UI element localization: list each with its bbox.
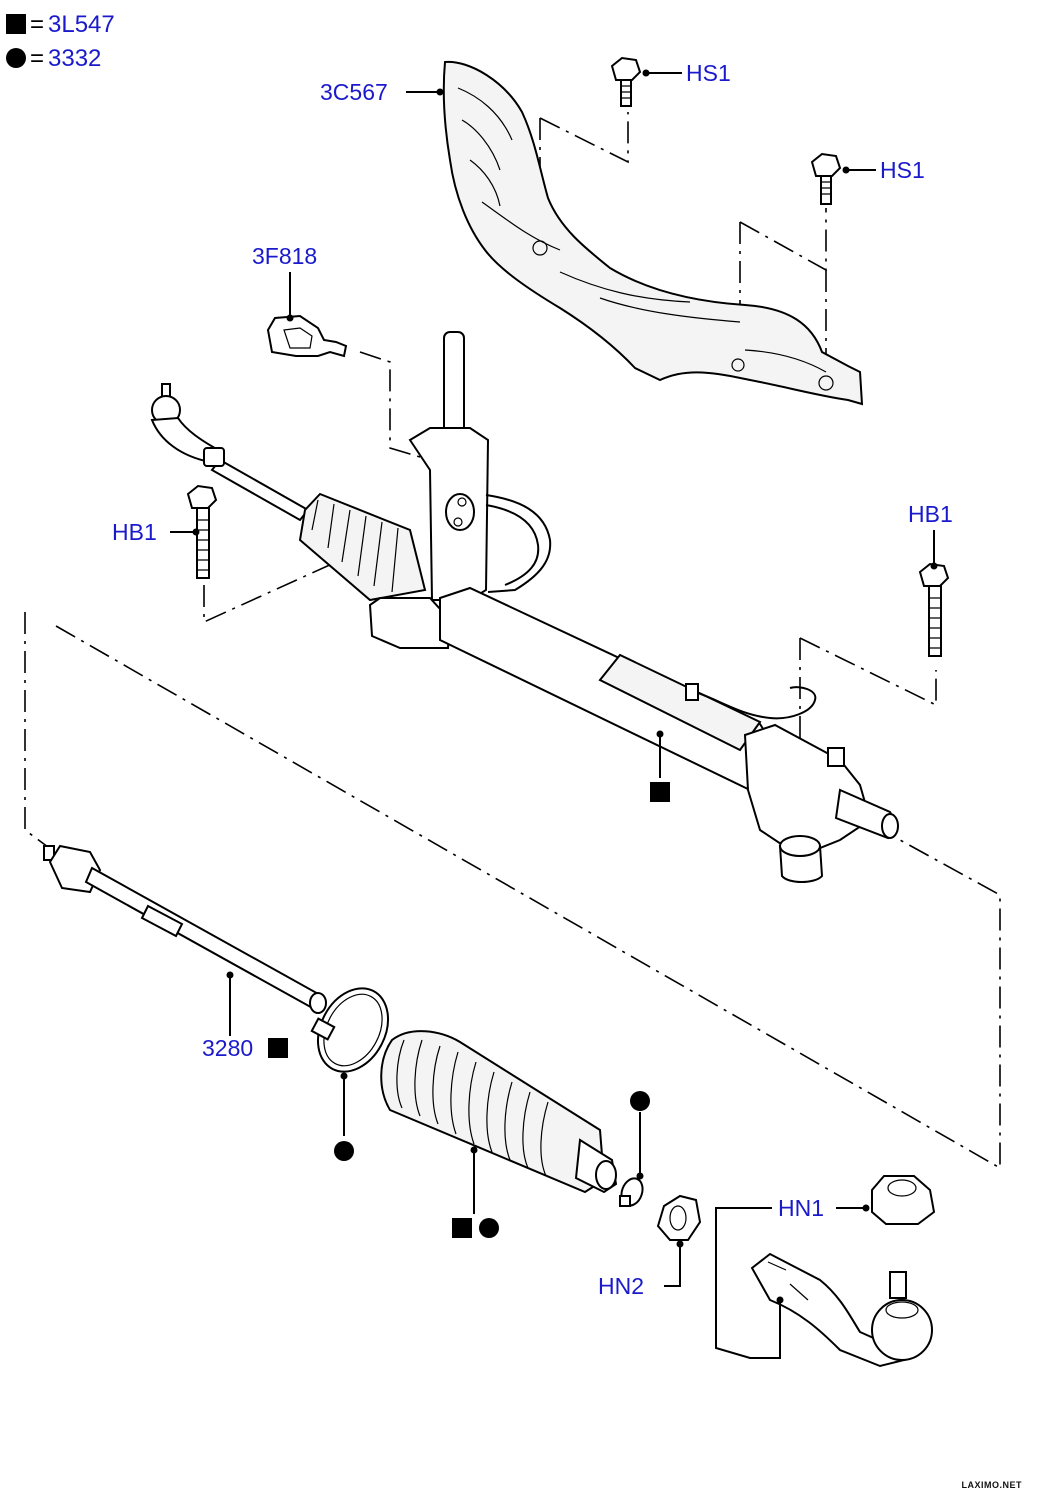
tie-rod-end-upper-left: [150, 383, 225, 467]
callout-hn2[interactable]: HN2: [598, 1273, 644, 1299]
circle-marker-icon: [479, 1218, 499, 1238]
callout-labels: 3C567 HS1 HS1 3F818 HB1 HB1 3280 HN1 HN2: [112, 60, 953, 1299]
square-marker-icon: [650, 782, 670, 802]
callout-hb1-left[interactable]: HB1: [112, 519, 157, 545]
square-marker-icon: [6, 14, 26, 34]
callout-3280[interactable]: 3280: [202, 1035, 253, 1061]
nut-hn1: [871, 1175, 936, 1225]
callout-3f818[interactable]: 3F818: [252, 243, 317, 269]
legend: = 3L547 = 3332: [6, 11, 115, 72]
small-clip: [619, 1177, 644, 1207]
legend-equals-square: =: [30, 11, 44, 38]
legend-circle-code: 3332: [48, 45, 101, 72]
legend-square-code: 3L547: [48, 11, 115, 38]
bolt-hs1-lower: [810, 152, 842, 205]
lock-nut-hn2: [656, 1194, 702, 1241]
circle-marker-icon: [630, 1091, 650, 1111]
heat-shield: [442, 60, 864, 406]
steering-boot: [380, 1030, 618, 1194]
circle-marker-icon: [334, 1141, 354, 1161]
watermark: LAXIMO.NET: [961, 1480, 1022, 1490]
sensor-3f818: [266, 314, 348, 358]
square-marker-icon: [452, 1218, 472, 1238]
callout-hs1-lower[interactable]: HS1: [880, 157, 925, 183]
leader-lines: [170, 69, 938, 1359]
legend-equals-circle: =: [30, 45, 44, 72]
callout-hn1[interactable]: HN1: [778, 1195, 824, 1221]
bolt-hs1-top: [610, 56, 642, 107]
square-marker-icon: [268, 1038, 288, 1058]
rack-bellows: [298, 492, 427, 602]
callout-hb1-right[interactable]: HB1: [908, 501, 953, 527]
circle-marker-icon: [6, 48, 26, 68]
bolt-hb1-left: [186, 484, 218, 579]
part-markers: [268, 782, 670, 1238]
callout-hs1-top[interactable]: HS1: [686, 60, 731, 86]
callout-3c567[interactable]: 3C567: [320, 79, 388, 105]
tie-rod-end-lower-right: [750, 1252, 933, 1368]
steering-rack-assembly: [210, 331, 900, 883]
bolt-hb1-right: [918, 562, 950, 657]
inner-tie-rod: [43, 844, 327, 1014]
clamp-ring-large: [310, 987, 390, 1073]
